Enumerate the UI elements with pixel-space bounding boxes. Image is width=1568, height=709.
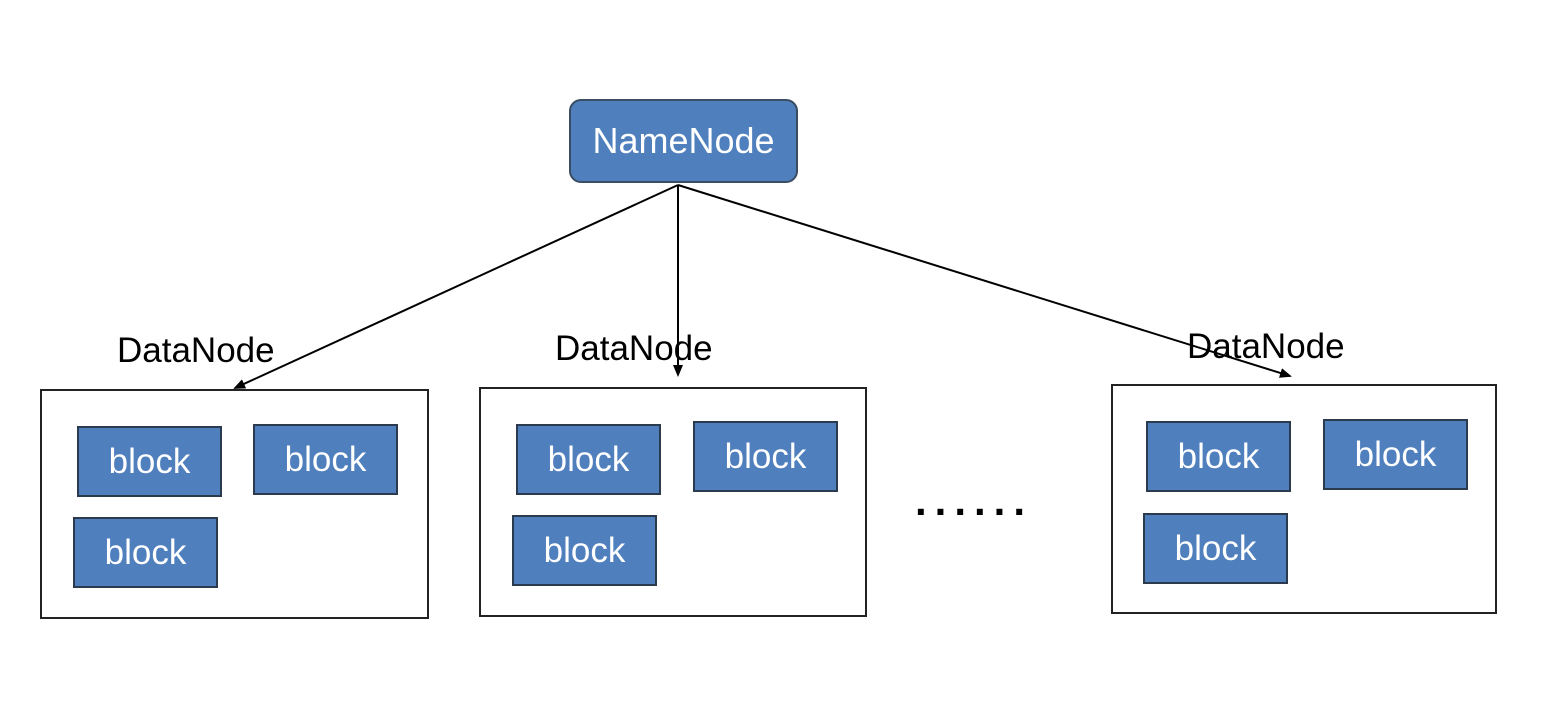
datanode-3-label: DataNode [1187, 327, 1345, 366]
datanode-3-box [1111, 384, 1497, 614]
datanode-1-block-1: block [77, 426, 222, 497]
datanode-3-block-1: block [1146, 421, 1291, 492]
more-datanodes-ellipsis: ...... [915, 477, 1034, 524]
datanode-3-block-2: block [1323, 419, 1468, 490]
datanode-2-block-2: block [693, 421, 838, 492]
datanode-3-block-3: block [1143, 513, 1288, 584]
datanode-2-label: DataNode [555, 329, 713, 368]
datanode-2-box [479, 387, 867, 617]
datanode-1-block-2: block [253, 424, 398, 495]
namenode-box: NameNode [569, 99, 798, 183]
datanode-1-label: DataNode [117, 331, 275, 370]
datanode-2-block-1: block [516, 424, 661, 495]
namenode-label: NameNode [592, 120, 775, 161]
datanode-1-block-3: block [73, 517, 218, 588]
datanode-2-block-3: block [512, 515, 657, 586]
datanode-1-box [40, 389, 429, 619]
